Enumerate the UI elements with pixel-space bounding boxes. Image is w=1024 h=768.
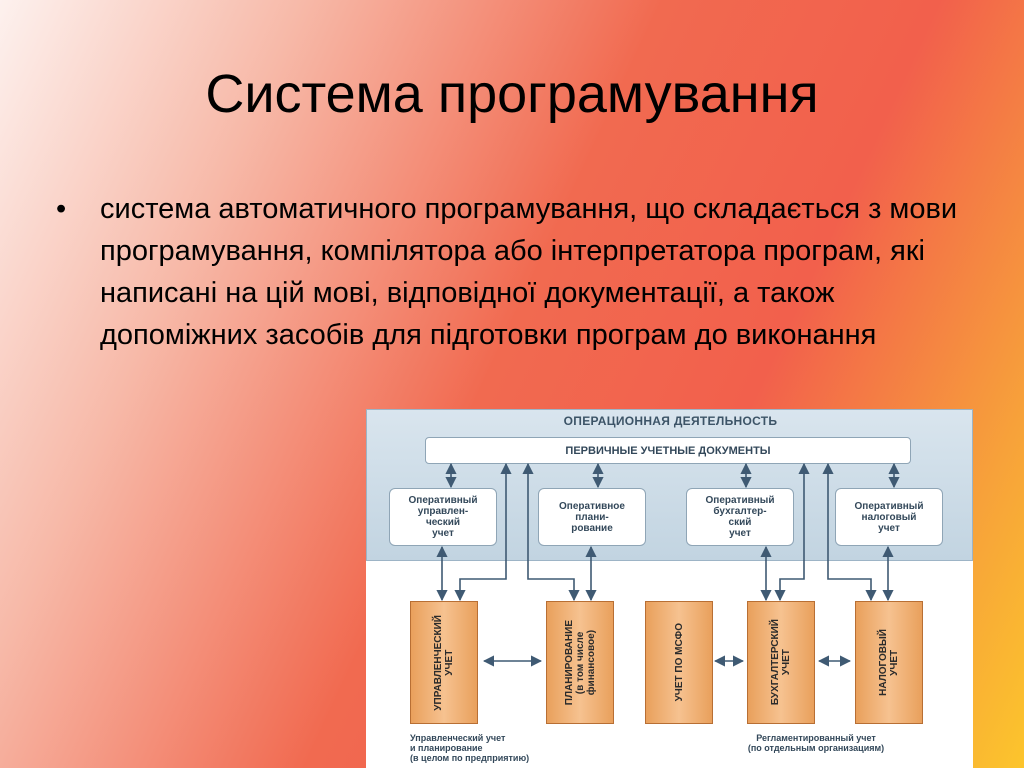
management-accounting-label: УПРАВЛЕНЧЕСКИЙ УЧЕТ xyxy=(433,614,455,711)
ifrs-accounting-box: УЧЕТ ПО МСФО xyxy=(645,601,713,724)
accounting-diagram: ОПЕРАЦИОННАЯ ДЕЯТЕЛЬНОСТЬ ПЕРВИЧНЫЕ УЧЕТ… xyxy=(366,409,973,768)
planning-label: ПЛАНИРОВАНИЕ (в том числе финансовое) xyxy=(563,619,597,706)
bullet-item: • система автоматичного програмування, щ… xyxy=(56,188,976,356)
footer-right-caption: Регламентированный учет (по отдельным ор… xyxy=(747,733,885,753)
planning-box: ПЛАНИРОВАНИЕ (в том числе финансовое) xyxy=(546,601,614,724)
management-accounting-box: УПРАВЛЕНЧЕСКИЙ УЧЕТ xyxy=(410,601,478,724)
panel-title: ОПЕРАЦИОННАЯ ДЕЯТЕЛЬНОСТЬ xyxy=(563,414,778,428)
connector-arrows xyxy=(436,462,900,667)
bookkeeping-label: БУХГАЛТЕРСКИЙ УЧЕТ xyxy=(770,619,792,706)
ifrs-accounting-label: УЧЕТ ПО МСФО xyxy=(673,623,685,702)
primary-documents-box: ПЕРВИЧНЫЕ УЧЕТНЫЕ ДОКУМЕНТЫ xyxy=(425,437,911,464)
bullet-marker: • xyxy=(56,193,67,225)
tax-accounting-label: НАЛОГОВЫЙ УЧЕТ xyxy=(878,629,900,696)
tax-accounting-box: НАЛОГОВЫЙ УЧЕТ xyxy=(855,601,923,724)
bookkeeping-box: БУХГАЛТЕРСКИЙ УЧЕТ xyxy=(747,601,815,724)
bullet-text: система автоматичного програмування, що … xyxy=(100,193,958,351)
footer-left-caption: Управленческий учет и планирование (в це… xyxy=(410,733,530,763)
slide-title: Система програмування xyxy=(205,64,819,124)
